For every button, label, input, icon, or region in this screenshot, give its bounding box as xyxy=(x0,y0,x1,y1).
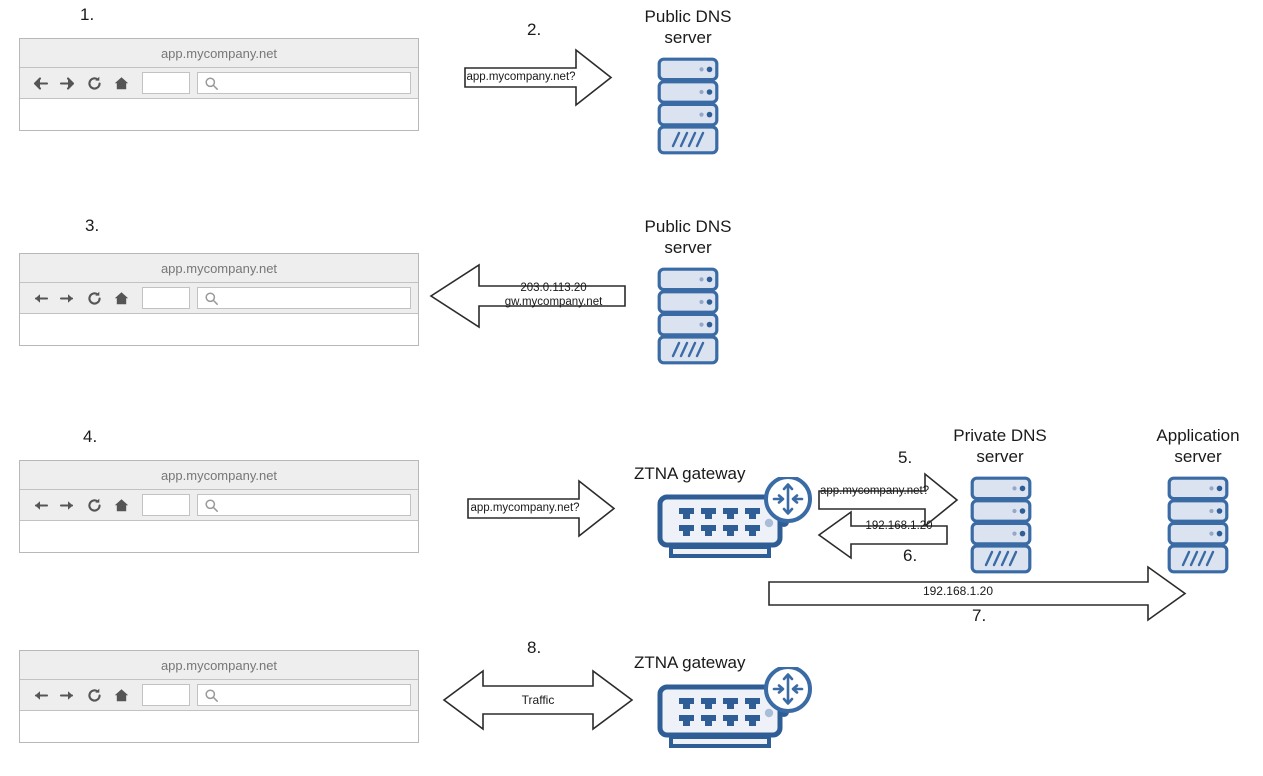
search-input[interactable] xyxy=(197,684,411,706)
browser-window-2[interactable]: app.mycompany.net xyxy=(19,253,419,346)
browser-titlebar: app.mycompany.net xyxy=(20,651,418,680)
search-icon xyxy=(205,291,218,305)
search-input[interactable] xyxy=(197,287,411,309)
private-dns-server xyxy=(970,476,1032,574)
application-server xyxy=(1167,476,1229,574)
browser-viewport xyxy=(20,99,418,130)
step-number-3: 3. xyxy=(85,216,100,235)
node-label-public-dns-1: Public DNS server xyxy=(644,7,732,48)
back-arrow-icon[interactable] xyxy=(27,682,54,708)
browser-url-title: app.mycompany.net xyxy=(160,467,278,483)
arrow-label-step-7: 192.168.1.20 xyxy=(922,584,994,598)
node-label-public-dns-2: Public DNS server xyxy=(644,217,732,258)
browser-titlebar: app.mycompany.net xyxy=(20,39,418,68)
step-number-6: 6. xyxy=(903,546,918,565)
forward-arrow-icon[interactable] xyxy=(54,285,81,311)
arrow-label-step-3: 203.0.113.20 gw.mycompany.net xyxy=(504,282,603,309)
address-field[interactable] xyxy=(142,287,190,309)
search-input[interactable] xyxy=(197,494,411,516)
forward-arrow-icon[interactable] xyxy=(54,70,81,96)
reload-arrow-icon[interactable] xyxy=(81,70,108,96)
arrow-label-step-2: app.mycompany.net? xyxy=(466,71,576,83)
arrow-step-8 xyxy=(442,669,634,731)
public-dns-server-2 xyxy=(657,267,719,365)
browser-viewport xyxy=(20,711,418,742)
home-icon[interactable] xyxy=(108,70,135,96)
browser-window-1[interactable]: app.mycompany.net xyxy=(19,38,419,131)
node-label-private-dns: Private DNS server xyxy=(953,426,1047,467)
public-dns-server-1 xyxy=(657,57,719,155)
browser-toolbar xyxy=(20,68,418,99)
forward-arrow-icon[interactable] xyxy=(54,682,81,708)
reload-arrow-icon[interactable] xyxy=(81,285,108,311)
browser-titlebar: app.mycompany.net xyxy=(20,461,418,490)
arrow-label-step-6: 192.168.1.20 xyxy=(865,520,933,532)
back-arrow-icon[interactable] xyxy=(27,70,54,96)
search-icon xyxy=(205,688,218,702)
reload-arrow-icon[interactable] xyxy=(81,682,108,708)
arrow-step-2 xyxy=(464,48,613,107)
address-field[interactable] xyxy=(142,72,190,94)
back-arrow-icon[interactable] xyxy=(27,285,54,311)
home-icon[interactable] xyxy=(108,492,135,518)
search-icon xyxy=(205,498,218,512)
arrow-step-4 xyxy=(467,479,616,538)
arrow-step-7 xyxy=(768,565,1187,622)
step-number-5: 5. xyxy=(898,448,913,467)
browser-toolbar xyxy=(20,680,418,711)
step-number-4: 4. xyxy=(83,427,98,446)
node-label-ztna-gateway-2: ZTNA gateway xyxy=(634,653,746,672)
search-icon xyxy=(205,76,218,90)
back-arrow-icon[interactable] xyxy=(27,492,54,518)
step-number-2: 2. xyxy=(527,20,542,39)
browser-toolbar xyxy=(20,490,418,521)
browser-window-4[interactable]: app.mycompany.net xyxy=(19,650,419,743)
home-icon[interactable] xyxy=(108,682,135,708)
home-icon[interactable] xyxy=(108,285,135,311)
ztna-gateway-1 xyxy=(657,477,817,560)
forward-arrow-icon[interactable] xyxy=(54,492,81,518)
arrow-step-5 xyxy=(818,472,959,528)
browser-viewport xyxy=(20,314,418,345)
browser-url-title: app.mycompany.net xyxy=(160,45,278,61)
node-label-application-server: Application server xyxy=(1156,426,1240,467)
address-field[interactable] xyxy=(142,494,190,516)
arrow-step-3 xyxy=(429,263,626,329)
step-number-7: 7. xyxy=(972,606,987,625)
browser-toolbar xyxy=(20,283,418,314)
browser-viewport xyxy=(20,521,418,552)
search-input[interactable] xyxy=(197,72,411,94)
arrow-label-step-4: app.mycompany.net? xyxy=(470,502,580,514)
arrow-step-6 xyxy=(817,510,948,560)
step-number-8: 8. xyxy=(527,638,542,657)
address-field[interactable] xyxy=(142,684,190,706)
node-label-ztna-gateway-1: ZTNA gateway xyxy=(634,464,746,483)
arrow-label-step-8: Traffic xyxy=(521,693,555,707)
arrow-label-step-5: app.mycompany.net? xyxy=(820,485,930,497)
browser-titlebar: app.mycompany.net xyxy=(20,254,418,283)
browser-url-title: app.mycompany.net xyxy=(160,657,278,673)
ztna-gateway-2 xyxy=(657,667,817,750)
step-number-1: 1. xyxy=(80,5,95,24)
browser-window-3[interactable]: app.mycompany.net xyxy=(19,460,419,553)
reload-arrow-icon[interactable] xyxy=(81,492,108,518)
browser-url-title: app.mycompany.net xyxy=(160,260,278,276)
